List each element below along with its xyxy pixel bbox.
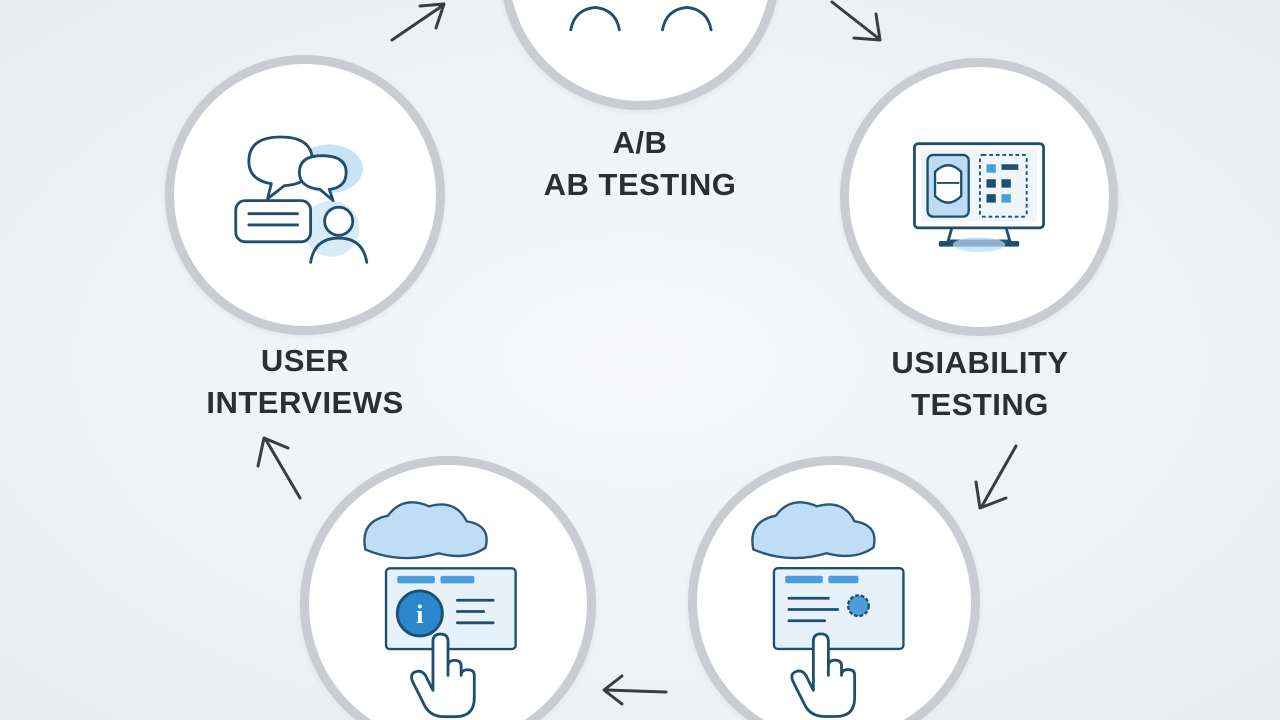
info-card-node: i	[300, 456, 596, 720]
ab-testing-label: A/B AB TESTING	[500, 122, 780, 206]
usability-testing-title-top: USIABILITY	[891, 345, 1069, 380]
user-interviews-title-top: USER	[260, 343, 350, 378]
arrow-usability-to-bottom-right	[974, 444, 1018, 510]
monitor-wireframe-icon	[913, 142, 1045, 253]
arrow-interviews-to-ab	[390, 2, 446, 42]
usability-testing-label: USIABILITY TESTING	[860, 342, 1100, 426]
user-interviews-title: INTERVIEWS	[206, 385, 404, 420]
arrow-ab-to-usability	[830, 0, 882, 42]
usability-testing-node	[840, 58, 1118, 336]
two-users-icon	[569, 6, 713, 32]
arrow-bottom-right-to-bottom-left	[602, 674, 668, 706]
arrow-bottom-left-to-interviews	[256, 436, 302, 500]
chat-bubbles-user-icon	[234, 135, 369, 264]
settings-card-node	[688, 456, 980, 720]
usability-testing-title: TESTING	[911, 387, 1049, 422]
user-interviews-node	[165, 55, 445, 335]
ab-testing-title: AB TESTING	[543, 167, 737, 202]
ab-testing-node	[500, 0, 780, 110]
user-interviews-label: USER INTERVIEWS	[180, 340, 430, 424]
ab-testing-title-top: A/B	[612, 125, 668, 160]
info-card-hand-icon: i	[363, 501, 517, 719]
svg-text:i: i	[416, 600, 423, 629]
settings-card-hand-icon	[751, 501, 905, 718]
